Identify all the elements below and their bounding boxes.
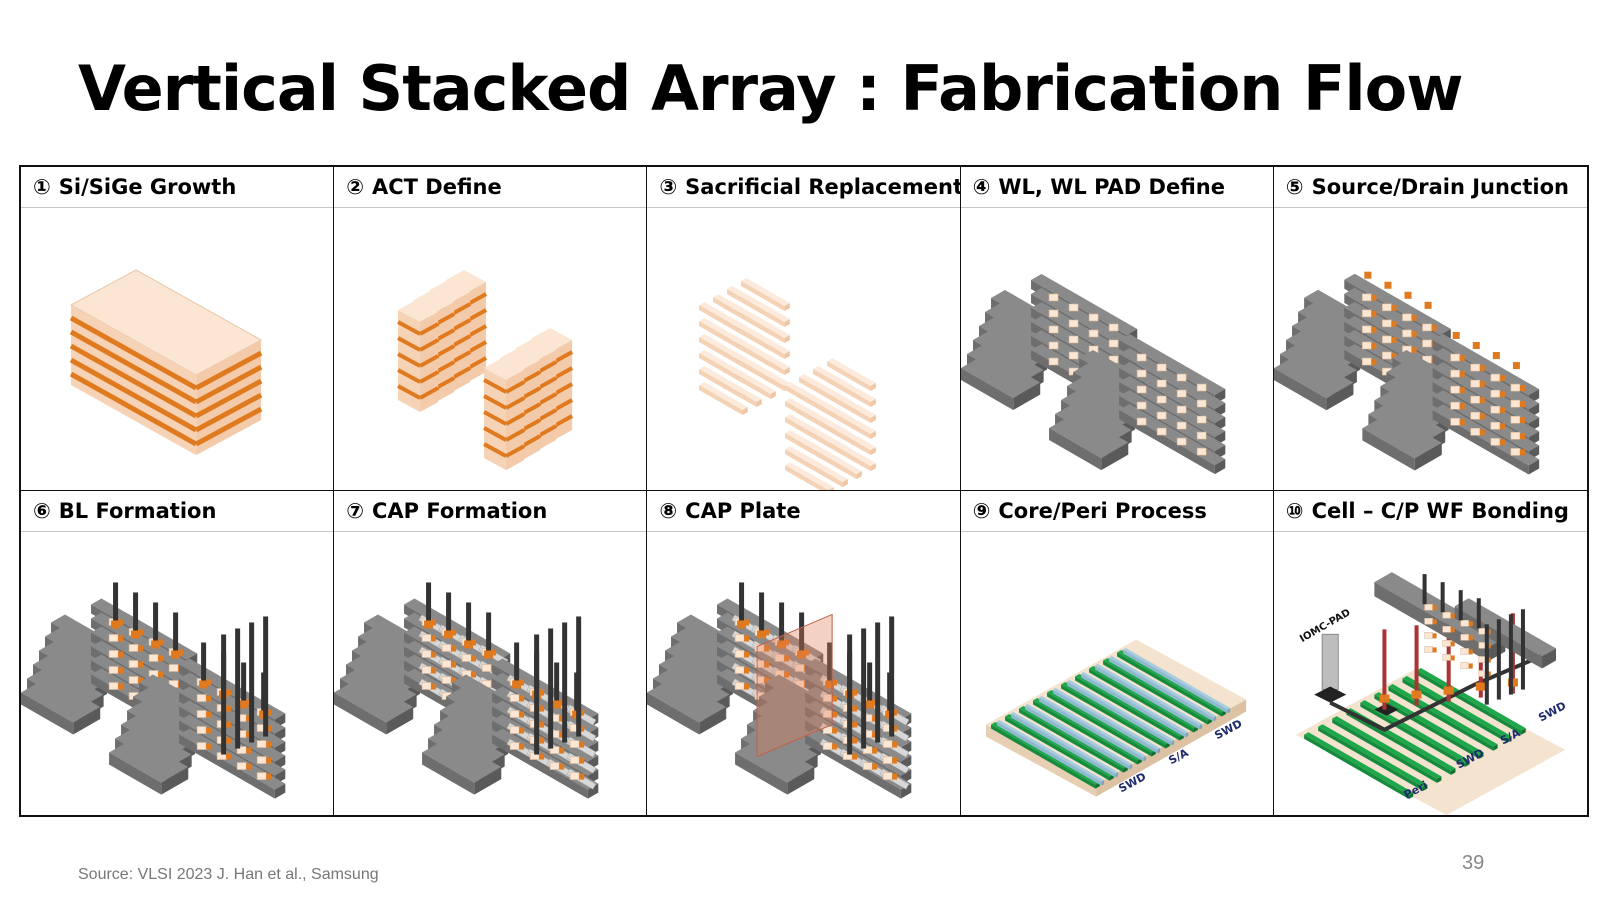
step-cell-6: ⑥ BL Formation (21, 491, 335, 815)
step-label: Core/Peri Process (998, 499, 1207, 523)
step-header-2: ② ACT Define (334, 167, 647, 208)
bitline-illustration (21, 532, 333, 815)
step-label: CAP Formation (371, 499, 548, 523)
wafer-bonding-illustration: IOMC-PAD Peri SWD S/A SWD (1274, 532, 1587, 815)
step-header-5: ⑤ Source/Drain Junction (1273, 167, 1587, 208)
step-label: BL Formation (58, 499, 217, 523)
step-cell-1: ① Si/SiGe Growth (21, 167, 335, 491)
step-header-9: ⑨ Core/Peri Process (960, 491, 1273, 532)
step-number: ⑥ (33, 499, 51, 523)
step-label: ACT Define (371, 175, 502, 199)
step-cell-10: ⑩ Cell – C/P WF Bonding IOMC-PAD Peri SW… (1273, 491, 1587, 815)
source-drain-illustration (1273, 208, 1587, 490)
sacrificial-nanosheets-illustration (647, 208, 959, 490)
step-cell-5: ⑤ Source/Drain Junction (1273, 167, 1587, 491)
step-number: ⑤ (1285, 175, 1304, 199)
step-number: ⑨ (972, 499, 991, 523)
step-cell-2: ② ACT Define (334, 167, 648, 491)
capacitor-illustration (334, 532, 646, 815)
step-header-3: ③ Sacrificial Replacement (647, 167, 961, 208)
core-peri-illustration: SWD S/A SWD (961, 532, 1273, 815)
step-header-4: ④ WL, WL PAD Define (960, 167, 1273, 208)
process-step-grid: ① Si/SiGe Growth ② ACT Define (19, 165, 1589, 817)
step-cell-9: ⑨ Core/Peri Process SWD S/A SWD (960, 491, 1274, 815)
step-number: ⑧ (659, 499, 678, 523)
step-header-6: ⑥ BL Formation (21, 491, 334, 532)
page-title: Vertical Stacked Array : Fabrication Flo… (78, 52, 1463, 125)
step-number: ⑩ (1285, 499, 1304, 523)
step-header-7: ⑦ CAP Formation (334, 491, 647, 532)
step-header-8: ⑧ CAP Plate (647, 491, 960, 532)
page-number: 39 (1462, 852, 1485, 874)
step-number: ① (33, 175, 51, 199)
step-cell-8: ⑧ CAP Plate (647, 491, 961, 815)
step-number: ② (346, 175, 364, 199)
step-header-1: ① Si/SiGe Growth (21, 167, 334, 208)
step-number: ⑦ (346, 499, 364, 523)
step-number: ④ (972, 175, 991, 199)
step-label: Cell – C/P WF Bonding (1311, 499, 1569, 523)
si-sige-stack-illustration (21, 208, 333, 490)
source-citation: Source: VLSI 2023 J. Han et al., Samsung (78, 866, 379, 883)
wordline-pad-illustration (960, 208, 1273, 490)
step-number: ③ (659, 175, 678, 199)
step-label: Sacrificial Replacement (685, 175, 961, 199)
act-fins-illustration (334, 208, 646, 490)
step-label: Si/SiGe Growth (58, 175, 237, 199)
swd-label-b: SWD (1536, 699, 1568, 724)
step-cell-4: ④ WL, WL PAD Define (960, 167, 1274, 491)
step-label: Source/Drain Junction (1311, 175, 1569, 199)
step-cell-7: ⑦ CAP Formation (334, 491, 648, 815)
step-label: CAP Plate (685, 499, 801, 523)
step-cell-3: ③ Sacrificial Replacement (647, 167, 961, 491)
cap-plate-illustration (647, 532, 959, 815)
step-header-10: ⑩ Cell – C/P WF Bonding (1273, 491, 1587, 532)
step-label: WL, WL PAD Define (998, 175, 1225, 199)
